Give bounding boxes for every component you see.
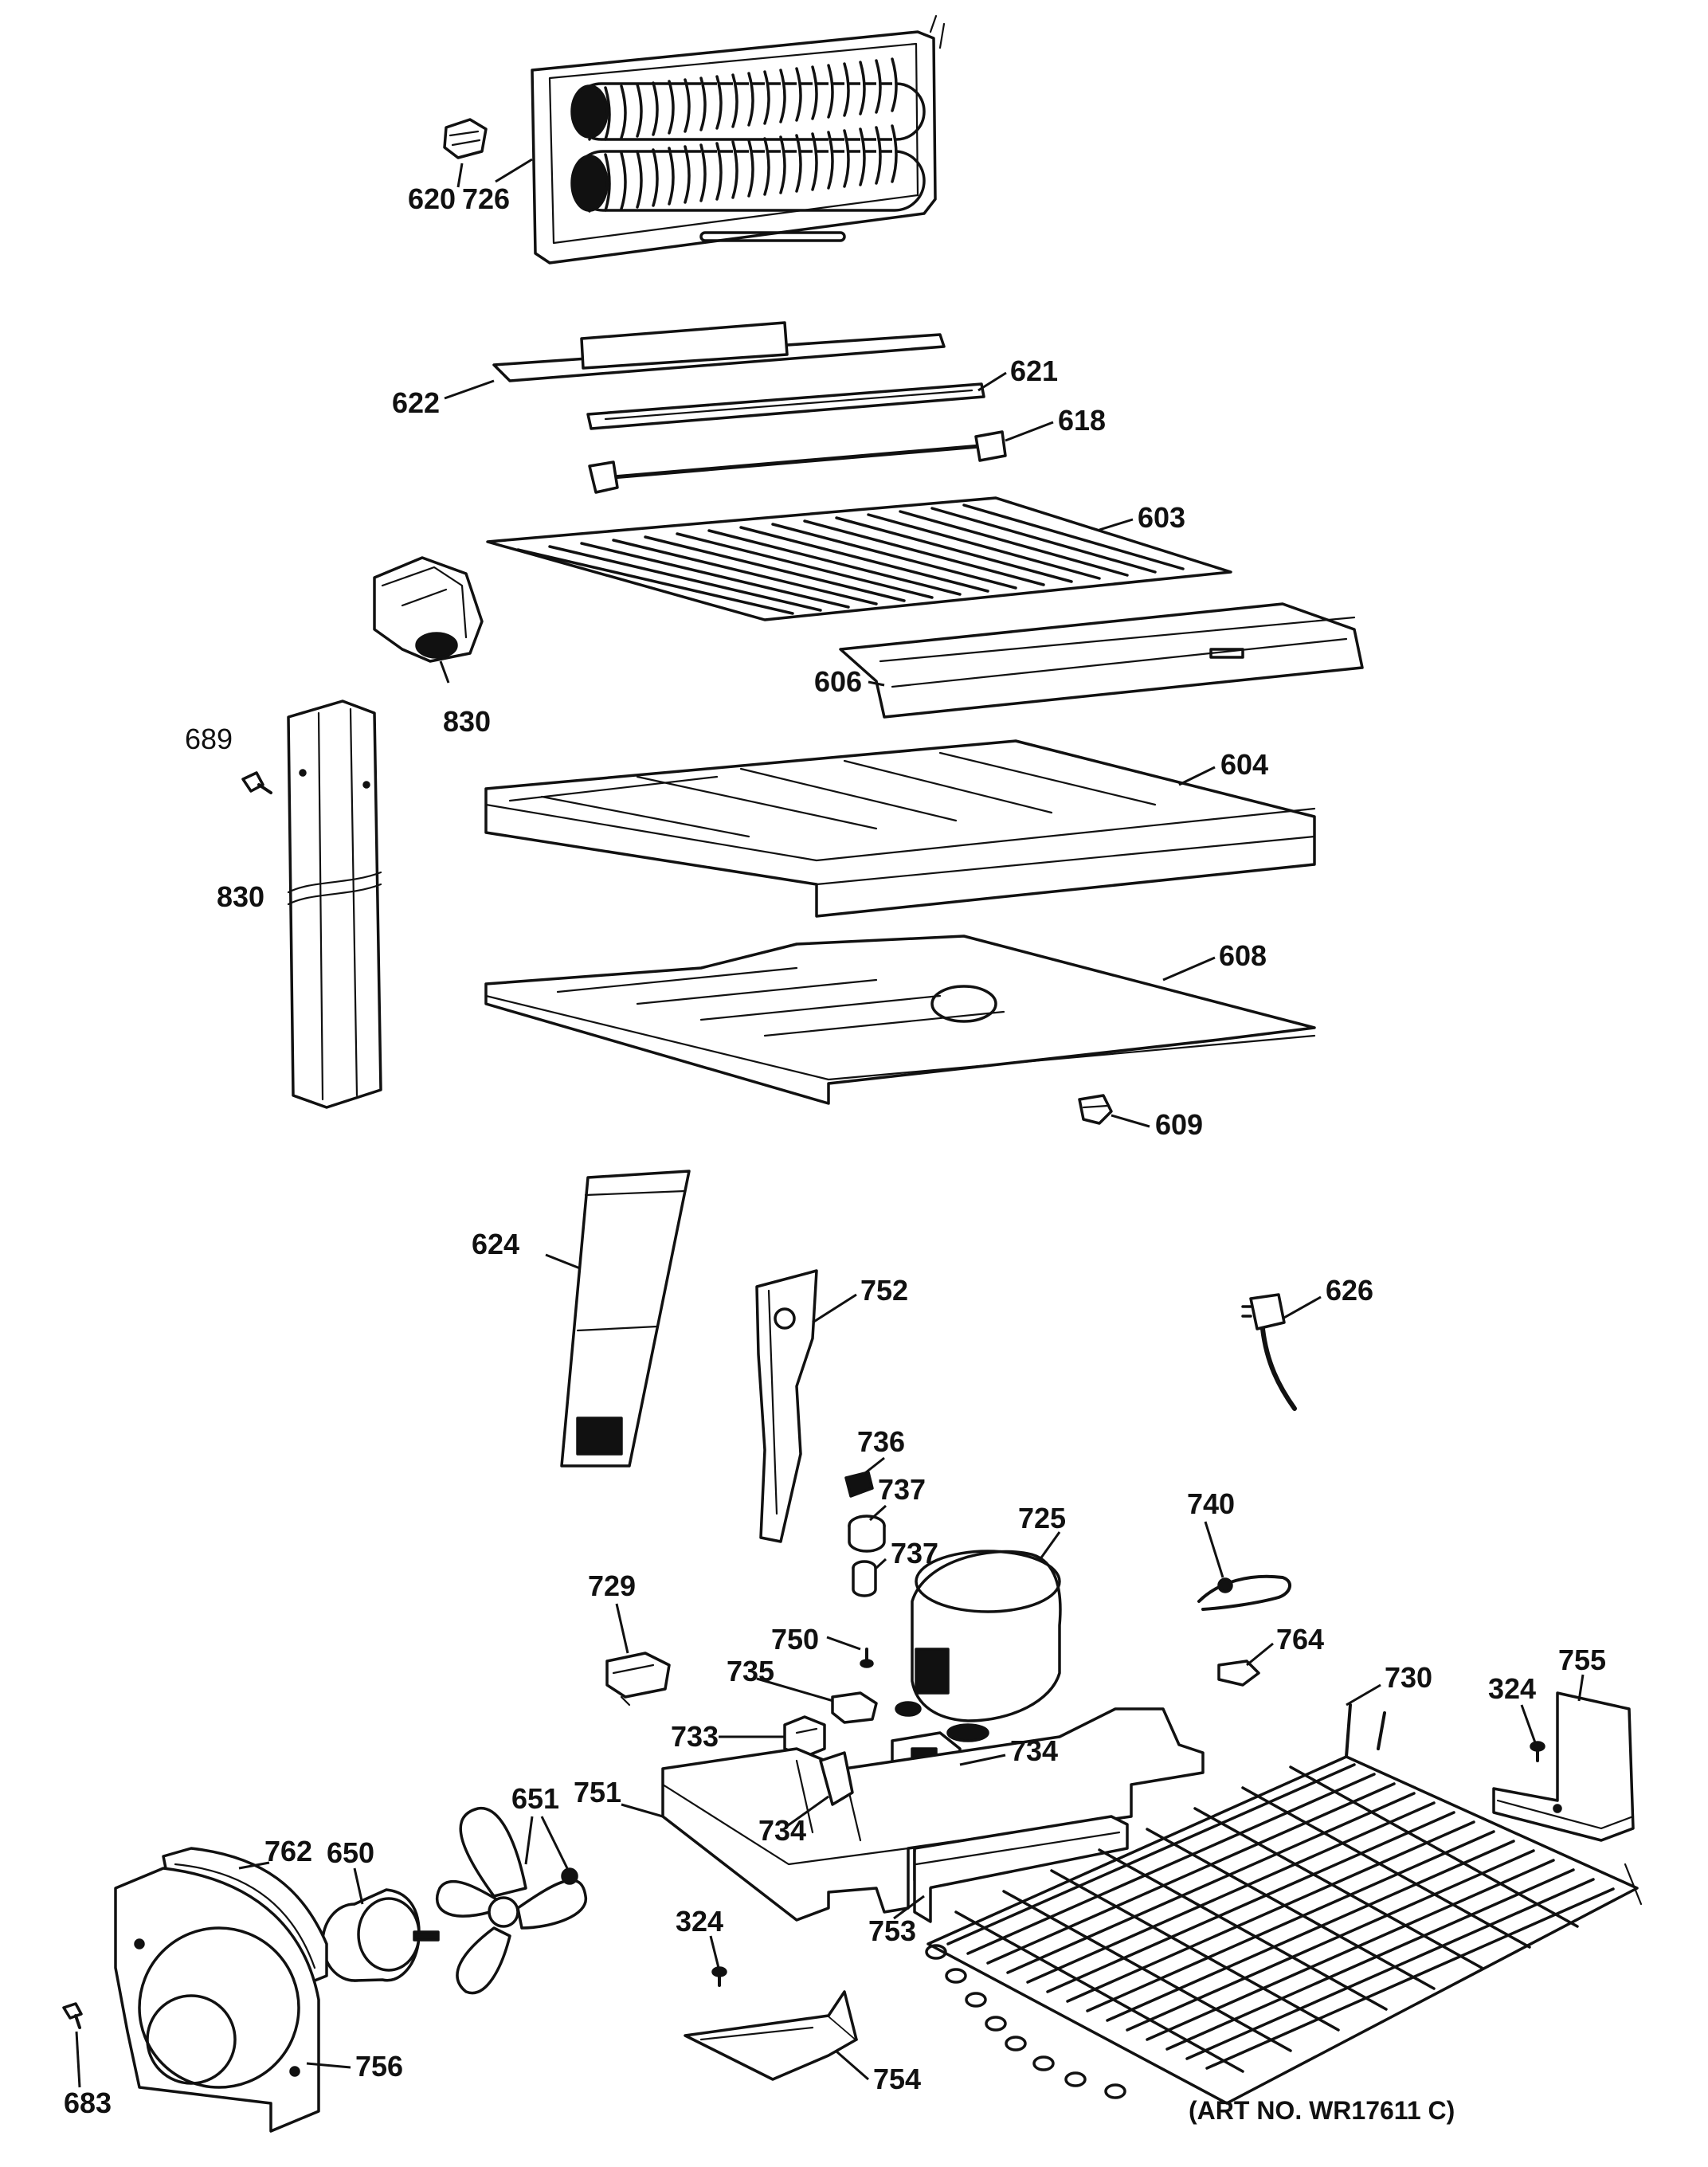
callout-751: 751 bbox=[574, 1776, 621, 1808]
power-cord-626 bbox=[1241, 1293, 1297, 1411]
art-number: (ART NO. WR17611 C) bbox=[1189, 2096, 1455, 2125]
callout-764: 764 bbox=[1276, 1623, 1324, 1656]
callout-labels: 726 620 622 621 618 603 830 606 689 830 … bbox=[64, 182, 1606, 2125]
clip-764 bbox=[1217, 1660, 1260, 1687]
callout-753: 753 bbox=[868, 1914, 916, 1947]
callout-689: 689 bbox=[185, 723, 233, 755]
screw-750 bbox=[860, 1648, 874, 1668]
callout-733: 733 bbox=[671, 1720, 719, 1753]
screw-324b bbox=[711, 1966, 727, 1987]
bracket-734b bbox=[819, 1751, 854, 1806]
mullion-830 bbox=[287, 699, 382, 1109]
callout-755: 755 bbox=[1558, 1644, 1606, 1676]
callout-730: 730 bbox=[1385, 1661, 1432, 1694]
fan-blade-651 bbox=[435, 1807, 587, 1995]
bracket-621 bbox=[586, 382, 985, 430]
base-frame-751 bbox=[661, 1707, 1205, 1922]
shelf-604 bbox=[484, 739, 1316, 918]
screw-324a bbox=[1530, 1741, 1545, 1762]
callout-830-mullion: 830 bbox=[217, 880, 264, 913]
cover-754 bbox=[684, 1990, 858, 2081]
callout-737-lower: 737 bbox=[891, 1537, 938, 1569]
callout-725: 725 bbox=[1018, 1502, 1066, 1534]
relay-729 bbox=[605, 1652, 671, 1707]
overload-733 bbox=[783, 1715, 826, 1758]
callout-608: 608 bbox=[1219, 939, 1267, 972]
callout-830-damper: 830 bbox=[443, 705, 491, 738]
callout-621: 621 bbox=[1010, 355, 1058, 387]
callout-606: 606 bbox=[814, 665, 862, 698]
callout-324-upper: 324 bbox=[1488, 1672, 1536, 1705]
callout-737-upper: 737 bbox=[878, 1473, 926, 1506]
callout-735: 735 bbox=[727, 1655, 774, 1687]
callout-740: 740 bbox=[1187, 1487, 1235, 1520]
callout-609: 609 bbox=[1155, 1108, 1203, 1141]
fan-shroud-756 bbox=[114, 1867, 320, 2133]
callout-726: 726 bbox=[462, 182, 510, 215]
callout-734-right: 734 bbox=[1010, 1734, 1058, 1767]
callout-624: 624 bbox=[472, 1228, 519, 1260]
harness-740 bbox=[1197, 1574, 1291, 1611]
clip-620 bbox=[443, 118, 488, 159]
bracket-755 bbox=[1492, 1691, 1635, 1842]
channel-753 bbox=[913, 1815, 1129, 1923]
callout-650: 650 bbox=[327, 1836, 374, 1869]
callout-736: 736 bbox=[857, 1425, 905, 1458]
callout-603: 603 bbox=[1138, 501, 1185, 534]
callout-324-lower: 324 bbox=[676, 1905, 723, 1938]
callout-754: 754 bbox=[873, 2063, 921, 2095]
screw-683 bbox=[62, 2002, 83, 2029]
screw-689 bbox=[241, 771, 272, 794]
callout-762: 762 bbox=[264, 1835, 312, 1867]
grommet-736 bbox=[844, 1471, 874, 1498]
grille-603 bbox=[486, 496, 1232, 621]
cover-622 bbox=[492, 321, 946, 382]
callout-618: 618 bbox=[1058, 404, 1106, 437]
callout-620: 620 bbox=[408, 182, 456, 215]
callout-752: 752 bbox=[860, 1274, 908, 1307]
callout-622: 622 bbox=[392, 386, 440, 419]
grommet-737b bbox=[852, 1560, 877, 1597]
condenser-730 bbox=[925, 1703, 1643, 2105]
callout-604: 604 bbox=[1220, 748, 1268, 781]
duct-606 bbox=[839, 602, 1364, 719]
callout-683: 683 bbox=[64, 2087, 112, 2119]
defrost-heater-618 bbox=[588, 430, 1007, 494]
bracket-752 bbox=[755, 1269, 818, 1543]
damper-control-830 bbox=[373, 556, 484, 663]
callout-729: 729 bbox=[588, 1569, 636, 1602]
callout-651: 651 bbox=[511, 1782, 559, 1815]
callout-734-left: 734 bbox=[758, 1814, 806, 1847]
grommet-737a bbox=[848, 1515, 886, 1553]
leader-lines bbox=[75, 158, 1585, 2088]
clamp-735 bbox=[831, 1691, 878, 1724]
evaporator-coil-726 bbox=[531, 14, 946, 265]
callout-750: 750 bbox=[771, 1623, 819, 1656]
pan-608 bbox=[484, 935, 1316, 1105]
callout-756: 756 bbox=[355, 2050, 403, 2083]
duct-panel-624 bbox=[560, 1170, 691, 1468]
compressor-725 bbox=[895, 1550, 1062, 1742]
fan-motor-650 bbox=[321, 1888, 440, 1982]
callout-626: 626 bbox=[1326, 1274, 1373, 1307]
clip-609 bbox=[1078, 1094, 1113, 1125]
